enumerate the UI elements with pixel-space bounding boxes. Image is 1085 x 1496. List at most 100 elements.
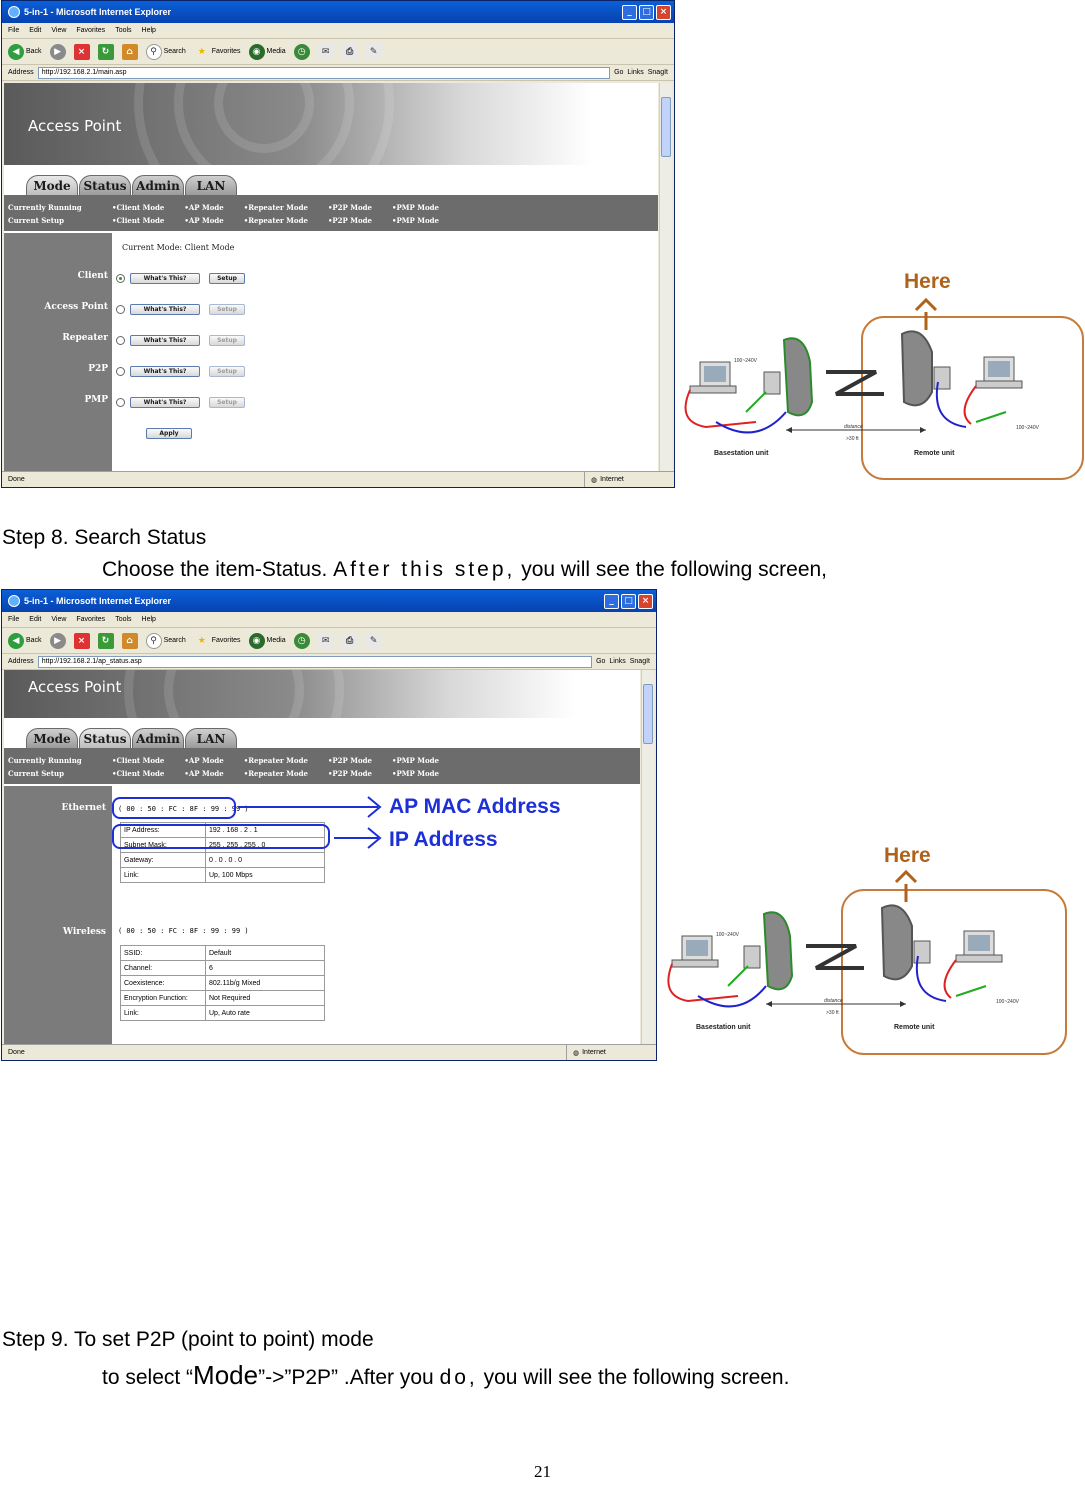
snagit-button[interactable]: SnagIt: [647, 69, 668, 76]
vertical-scrollbar[interactable]: [659, 83, 672, 471]
remote-unit-label: Remote unit: [914, 450, 955, 457]
menu-edit[interactable]: Edit: [29, 616, 42, 623]
menu-tools[interactable]: Tools: [115, 27, 132, 34]
left-column: Ethernet Wireless: [4, 786, 112, 1044]
distance-value: >30 ft: [846, 436, 859, 442]
page-number: 21: [534, 1462, 551, 1481]
network-diagram-2-graphic: [667, 869, 1067, 1055]
whats-this-repeater-button[interactable]: What's This?: [130, 335, 200, 346]
print-icon[interactable]: ⎙: [341, 43, 358, 60]
radio-pmp[interactable]: [116, 398, 125, 407]
go-button[interactable]: Go: [596, 658, 606, 665]
menu-help[interactable]: Help: [141, 616, 156, 623]
distance-value: >30 ft: [826, 1010, 839, 1016]
apply-button[interactable]: Apply: [146, 428, 192, 439]
history-icon[interactable]: ◷: [293, 43, 310, 60]
media-icon: ◉: [248, 43, 265, 60]
radio-access-point[interactable]: [116, 305, 125, 314]
whats-this-p2p-button[interactable]: What's This?: [130, 366, 200, 377]
whats-this-access-point-button[interactable]: What's This?: [130, 304, 200, 315]
setup-repeater-button[interactable]: Setup: [209, 335, 245, 346]
search-button[interactable]: ⚲Search: [145, 43, 186, 60]
tab-admin[interactable]: Admin: [132, 175, 184, 195]
menu-tools[interactable]: Tools: [115, 616, 132, 623]
mode-panel: Current Mode: Client Mode What's This? S…: [112, 233, 658, 471]
refresh-icon[interactable]: ↻: [97, 632, 114, 649]
whats-this-pmp-button[interactable]: What's This?: [130, 397, 200, 408]
toolbar: ◀Back ▶ × ↻ ⌂ ⚲Search ★Favorites ◉Media …: [2, 39, 674, 65]
favorites-button[interactable]: ★Favorites: [194, 44, 241, 60]
mail-icon[interactable]: ✉: [317, 43, 334, 60]
tab-bar: Mode Status Admin LAN: [4, 173, 658, 195]
menu-favorites[interactable]: Favorites: [76, 616, 106, 623]
tab-lan[interactable]: LAN: [185, 728, 237, 748]
ie-window-status: 5-in-1 - Microsoft Internet Explorer _ □…: [1, 589, 657, 1061]
back-arrow-icon: ◀: [8, 43, 24, 60]
radio-p2p[interactable]: [116, 367, 125, 376]
menu-view[interactable]: View: [51, 27, 67, 34]
close-button[interactable]: ×: [638, 593, 653, 609]
menu-edit[interactable]: Edit: [29, 27, 42, 34]
edit-icon[interactable]: ✎: [365, 632, 382, 649]
maximize-button[interactable]: □: [621, 593, 636, 609]
links-button[interactable]: Links: [627, 69, 644, 76]
maximize-button[interactable]: □: [639, 4, 654, 20]
menu-help[interactable]: Help: [141, 27, 156, 34]
remote-unit-label: Remote unit: [894, 1024, 935, 1031]
minimize-button[interactable]: _: [604, 593, 619, 609]
menu-view[interactable]: View: [51, 616, 67, 623]
minimize-button[interactable]: _: [622, 4, 637, 20]
setup-p2p-button[interactable]: Setup: [209, 366, 245, 377]
search-icon: ⚲: [145, 43, 162, 60]
address-input[interactable]: http://192.168.2.1/main.asp: [37, 66, 611, 79]
address-input[interactable]: http://192.168.2.1/ap_status.asp: [37, 655, 593, 668]
setup-access-point-button[interactable]: Setup: [209, 304, 245, 315]
current-setup-label: Current Setup: [8, 768, 64, 778]
menu-file[interactable]: File: [8, 27, 20, 34]
home-icon[interactable]: ⌂: [121, 632, 138, 649]
menu-favorites[interactable]: Favorites: [76, 27, 106, 34]
stop-icon[interactable]: ×: [73, 632, 90, 649]
favorites-button[interactable]: ★Favorites: [194, 633, 241, 649]
tab-lan[interactable]: LAN: [185, 175, 237, 195]
links-button[interactable]: Links: [609, 658, 626, 665]
table-row: IP Address:192 . 168 . 2 . 1: [120, 822, 325, 838]
mail-icon[interactable]: ✉: [317, 632, 334, 649]
media-button[interactable]: ◉Media: [248, 43, 286, 60]
forward-arrow-icon[interactable]: ▶: [49, 632, 66, 649]
close-button[interactable]: ×: [656, 4, 671, 20]
tab-mode[interactable]: Mode: [26, 728, 78, 748]
basestation-label: Basestation unit: [714, 450, 769, 457]
power-label-right: 100~240V: [1016, 425, 1039, 431]
refresh-icon[interactable]: ↻: [97, 43, 114, 60]
history-icon[interactable]: ◷: [293, 632, 310, 649]
mode-summary-strip: Currently Running •Client Mode •AP Mode …: [4, 748, 640, 784]
menu-file[interactable]: File: [8, 616, 20, 623]
go-button[interactable]: Go: [614, 69, 624, 76]
home-icon[interactable]: ⌂: [121, 43, 138, 60]
back-button[interactable]: ◀Back: [8, 632, 42, 649]
snagit-button[interactable]: SnagIt: [629, 658, 650, 665]
edit-icon[interactable]: ✎: [365, 43, 382, 60]
wireless-mac-value: ( 00 : 50 : FC : 8F : 99 : 99 ): [118, 927, 249, 935]
radio-client[interactable]: [116, 274, 125, 283]
tab-status[interactable]: Status: [79, 728, 131, 748]
back-button[interactable]: ◀Back: [8, 43, 42, 60]
whats-this-client-button[interactable]: What's This?: [130, 273, 200, 284]
media-button[interactable]: ◉Media: [248, 632, 286, 649]
tab-mode[interactable]: Mode: [26, 175, 78, 195]
currently-running-label: Currently Running: [8, 202, 82, 212]
tab-admin[interactable]: Admin: [132, 728, 184, 748]
status-bar: Done ◍Internet: [2, 471, 674, 487]
print-icon[interactable]: ⎙: [341, 632, 358, 649]
vertical-scrollbar[interactable]: [641, 670, 654, 1044]
radio-repeater[interactable]: [116, 336, 125, 345]
current-mode-text: Current Mode: Client Mode: [122, 243, 235, 252]
mode-summary-strip: Currently Running •Client Mode •AP Mode …: [4, 195, 658, 231]
search-button[interactable]: ⚲Search: [145, 632, 186, 649]
tab-status[interactable]: Status: [79, 175, 131, 195]
stop-icon[interactable]: ×: [73, 43, 90, 60]
setup-client-button[interactable]: Setup: [209, 273, 245, 284]
setup-pmp-button[interactable]: Setup: [209, 397, 245, 408]
forward-arrow-icon[interactable]: ▶: [49, 43, 66, 60]
